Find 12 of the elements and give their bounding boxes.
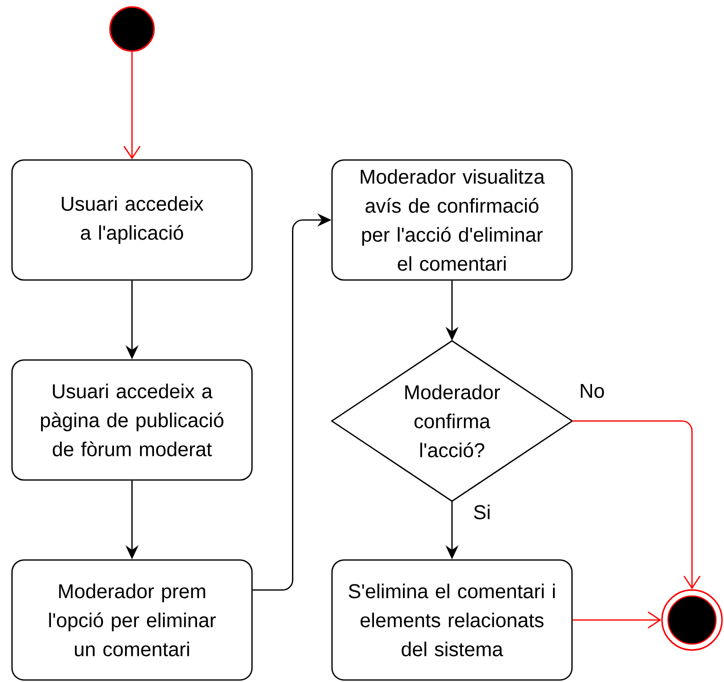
process-box: Usuari accedeix a l'aplicació bbox=[11, 159, 253, 281]
process-box: S'elimina el comentari i elements relacionats del sistema bbox=[331, 559, 573, 681]
edge-label: No bbox=[578, 383, 606, 399]
process-box: Moderador visualitza avís de confirmació per l'acció d'eliminar el comentari bbox=[331, 159, 573, 281]
arrow bbox=[572, 420, 701, 590]
process-box: Moderador prem l'opció per eliminar un comentari bbox=[11, 559, 253, 681]
process-box: Usuari accedeix a pàgina de publicació de fòrum moderat bbox=[11, 359, 253, 481]
edge-label: Si bbox=[472, 504, 492, 520]
arrow bbox=[123, 52, 141, 160]
end-circle bbox=[661, 589, 723, 651]
arrow bbox=[572, 611, 662, 629]
start-circle bbox=[109, 6, 155, 52]
